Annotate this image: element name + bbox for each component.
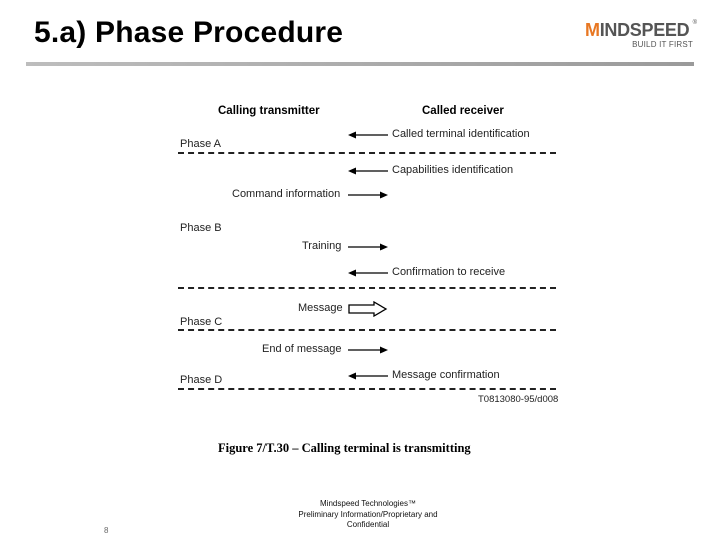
arrow-left-icon	[348, 371, 388, 381]
footer: Mindspeed Technologies™ Preliminary Info…	[270, 499, 466, 531]
figure-reference: T0813080-95/d008	[478, 394, 559, 405]
message-label: Message	[298, 302, 343, 314]
phase-label-c: Phase C	[180, 316, 223, 328]
arrow-left-icon	[348, 130, 388, 140]
footer-notice: Preliminary Information/Proprietary and	[298, 509, 438, 519]
figure-caption: Figure 7/T.30 – Calling terminal is tran…	[218, 441, 471, 455]
phase-separator	[178, 388, 556, 390]
phase-separator	[178, 152, 556, 154]
arrow-left-icon	[348, 166, 388, 176]
message-label: Called terminal identification	[392, 128, 530, 140]
phase-separator	[178, 287, 556, 289]
message-label: Capabilities identification	[392, 164, 514, 176]
footer-confidential: Confidential	[346, 520, 390, 529]
phase-label-b: Phase B	[180, 222, 222, 234]
phase-label-a: Phase A	[180, 138, 221, 150]
arrow-left-icon	[348, 268, 388, 278]
arrow-right-icon	[348, 345, 388, 355]
logo-registered-mark: ®	[692, 20, 697, 26]
title-divider	[26, 62, 694, 66]
arrow-right-icon	[348, 242, 388, 252]
phase-separator	[178, 329, 556, 331]
double-arrow-right-icon	[348, 301, 388, 317]
phase-sequence-diagram: Calling transmitter Called receiver Phas…	[170, 100, 570, 410]
logo-tagline: BUILD IT FIRST	[632, 40, 693, 49]
message-label: Command information	[232, 188, 341, 200]
message-label: End of message	[262, 343, 342, 355]
page-number: 8	[104, 526, 109, 535]
footer-company: Mindspeed Technologies™	[320, 499, 416, 508]
message-label: Confirmation to receive	[392, 266, 506, 278]
header-calling-transmitter: Calling transmitter	[218, 105, 320, 117]
logo-wordmark: MINDSPEED	[585, 20, 690, 40]
message-label: Training	[302, 240, 342, 252]
arrow-right-icon	[348, 190, 388, 200]
phase-label-d: Phase D	[180, 374, 223, 386]
message-label: Message confirmation	[392, 369, 500, 381]
mindspeed-logo: MINDSPEED ® BUILD IT FIRST	[585, 20, 697, 54]
slide-title: 5.a) Phase Procedure	[34, 16, 344, 49]
header-called-receiver: Called receiver	[422, 105, 504, 117]
